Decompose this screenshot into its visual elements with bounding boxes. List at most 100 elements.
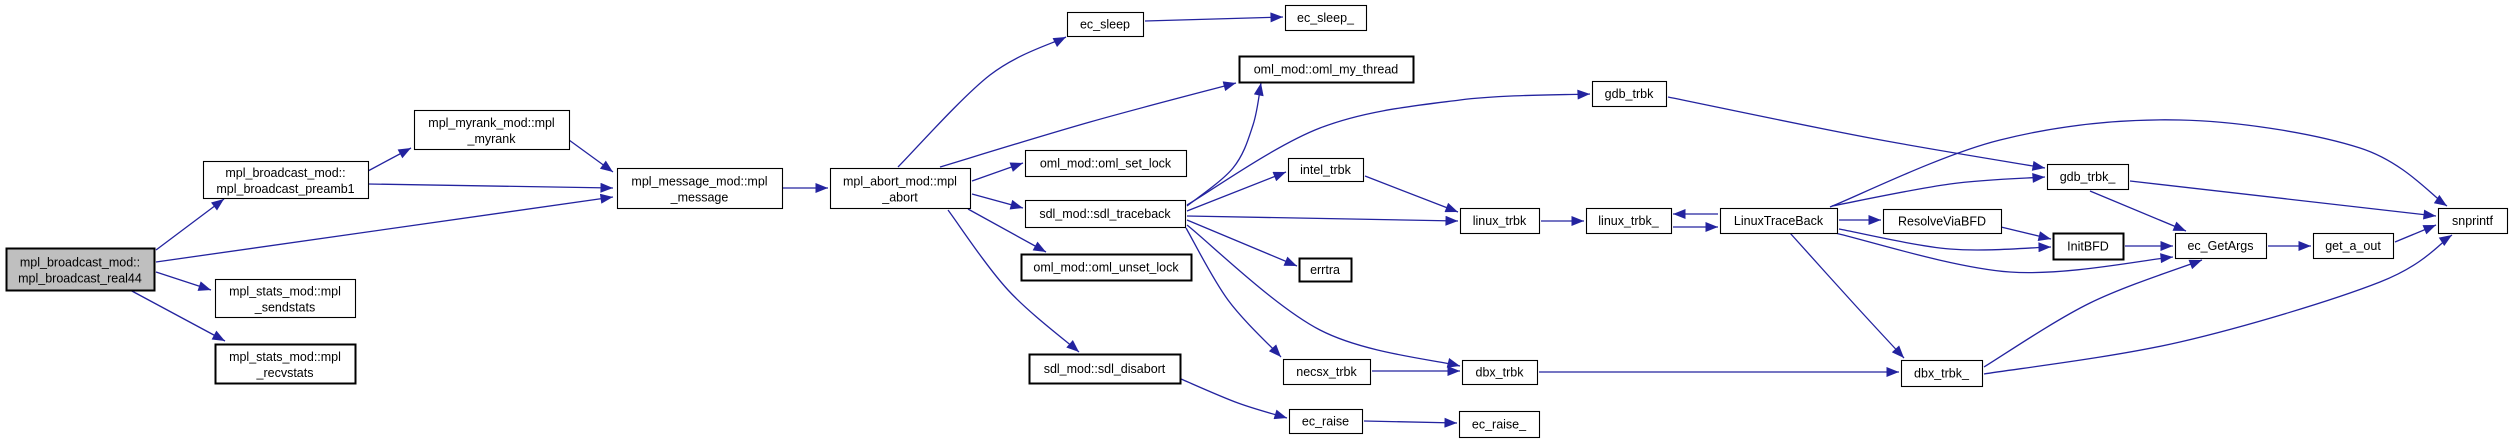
node-box-ec-raise[interactable]: [1288, 408, 1364, 435]
node-box-mpl-broadcast-preamb1[interactable]: [202, 160, 370, 200]
node-box-gdb-trbk[interactable]: [1591, 80, 1668, 108]
node-mpl-broadcast-preamb1[interactable]: mpl_broadcast_mod::mpl_broadcast_preamb1: [202, 160, 370, 200]
node-label-get-a-out: get_a_out: [2325, 239, 2381, 253]
node-linux-trbk[interactable]: linux_trbk: [1459, 207, 1541, 235]
node-sdl-disabort[interactable]: sdl_mod::sdl_disabort: [1028, 353, 1182, 385]
node-box-errtra[interactable]: [1298, 257, 1353, 283]
edge-mpl-broadcast-real44-mpl-sendstats: [155, 271, 212, 291]
edge-sdl-disabort-ec-raise: [1180, 378, 1288, 420]
nodes: mpl_broadcast_mod::mpl_broadcast_real44m…: [5, 4, 2509, 439]
node-box-initbfd[interactable]: [2052, 232, 2125, 261]
node-box-ec-raise-u[interactable]: [1458, 410, 1541, 439]
node-mpl-broadcast-real44[interactable]: mpl_broadcast_mod::mpl_broadcast_real44: [5, 247, 156, 292]
node-label-ec-sleep-u: ec_sleep_: [1297, 11, 1355, 25]
node-mpl-recvstats[interactable]: mpl_stats_mod::mpl_recvstats: [214, 343, 357, 385]
edge-sdl-traceback-oml-my-thread: [1186, 82, 1264, 207]
node-box-gdb-trbk-u[interactable]: [2046, 163, 2130, 191]
node-box-linuxtraceback[interactable]: [1719, 207, 1839, 235]
edge-linuxtraceback-ec-getargs: [1834, 232, 2174, 274]
edge-sdl-traceback-dbx-trbk: [1186, 224, 1461, 368]
node-ec-raise-u[interactable]: ec_raise_: [1458, 410, 1541, 439]
edge-sdl-traceback-necsx-trbk: [1185, 227, 1282, 358]
node-intel-trbk[interactable]: intel_trbk: [1287, 157, 1365, 183]
node-linux-trbk-u[interactable]: linux_trbk_: [1585, 207, 1673, 235]
node-box-dbx-trbk[interactable]: [1461, 359, 1539, 386]
edge-mpl-broadcast-real44-mpl-recvstats: [129, 289, 226, 342]
edge-mpl-broadcast-real44-mpl-broadcast-preamb1: [155, 198, 225, 251]
node-mpl-abort[interactable]: mpl_abort_mod::mpl_abort: [829, 167, 972, 210]
edge-sdl-traceback-errtra: [1186, 219, 1298, 267]
edge-mpl-broadcast-preamb1-mpl-myrank: [367, 147, 412, 172]
node-label-sdl-traceback: sdl_mod::sdl_traceback: [1039, 207, 1171, 221]
node-label-mpl-recvstats-line2: _recvstats: [256, 366, 314, 380]
node-box-ec-sleep-u[interactable]: [1284, 4, 1368, 32]
node-ec-sleep-u[interactable]: ec_sleep_: [1284, 4, 1368, 32]
node-label-sdl-disabort: sdl_mod::sdl_disabort: [1044, 362, 1166, 376]
node-gdb-trbk-u[interactable]: gdb_trbk_: [2046, 163, 2130, 191]
edge-sdl-traceback-gdb-trbk: [1186, 89, 1591, 206]
node-snprintf[interactable]: snprintf: [2437, 207, 2509, 235]
node-box-resolveviabfd[interactable]: [1882, 208, 2003, 235]
node-get-a-out[interactable]: get_a_out: [2312, 232, 2395, 260]
node-box-ec-getargs[interactable]: [2174, 232, 2268, 260]
node-mpl-message[interactable]: mpl_message_mod::mpl_message: [616, 167, 784, 210]
edge-mpl-abort-oml-my-thread: [939, 81, 1237, 168]
edge-ec-sleep-ec-sleep-u: [1144, 12, 1284, 23]
node-ec-raise[interactable]: ec_raise: [1288, 408, 1364, 435]
node-ec-getargs[interactable]: ec_GetArgs: [2174, 232, 2268, 260]
node-box-snprintf[interactable]: [2437, 207, 2509, 235]
node-label-snprintf: snprintf: [2452, 214, 2494, 228]
node-box-mpl-broadcast-real44[interactable]: [5, 247, 156, 292]
node-box-oml-my-thread[interactable]: [1238, 55, 1415, 84]
edges: [129, 12, 2453, 428]
node-label-mpl-message-line2: _message: [670, 191, 729, 205]
node-box-linux-trbk-u[interactable]: [1585, 207, 1673, 235]
node-label-mpl-broadcast-preamb1-line2: mpl_broadcast_preamb1: [216, 182, 354, 196]
node-label-mpl-recvstats-line1: mpl_stats_mod::mpl: [229, 350, 341, 364]
node-oml-set-lock[interactable]: oml_mod::oml_set_lock: [1024, 149, 1188, 178]
node-box-mpl-myrank[interactable]: [413, 109, 571, 151]
node-dbx-trbk-u[interactable]: dbx_trbk_: [1900, 359, 1984, 388]
node-box-mpl-abort[interactable]: [829, 167, 972, 210]
edge-get-a-out-snprintf: [2394, 224, 2437, 243]
node-initbfd[interactable]: InitBFD: [2052, 232, 2125, 261]
node-errtra[interactable]: errtra: [1298, 257, 1353, 283]
edge-gdb-trbk-gdb-trbk-u: [1667, 96, 2046, 171]
node-label-mpl-broadcast-preamb1-line1: mpl_broadcast_mod::: [225, 166, 345, 180]
node-box-linux-trbk[interactable]: [1459, 207, 1541, 235]
node-box-get-a-out[interactable]: [2312, 232, 2395, 260]
node-label-ec-sleep: ec_sleep: [1080, 18, 1130, 32]
node-sdl-traceback[interactable]: sdl_mod::sdl_traceback: [1024, 199, 1187, 229]
node-label-necsx-trbk: necsx_trbk: [1296, 365, 1357, 379]
node-box-necsx-trbk[interactable]: [1282, 358, 1372, 386]
node-box-mpl-message[interactable]: [616, 167, 784, 210]
node-linuxtraceback[interactable]: LinuxTraceBack: [1719, 207, 1839, 235]
node-box-mpl-recvstats[interactable]: [214, 343, 357, 385]
node-box-sdl-traceback[interactable]: [1024, 199, 1187, 229]
node-oml-my-thread[interactable]: oml_mod::oml_my_thread: [1238, 55, 1415, 84]
edge-gdb-trbk-u-snprintf: [2129, 180, 2437, 220]
node-oml-unset-lock[interactable]: oml_mod::oml_unset_lock: [1020, 253, 1193, 282]
node-box-oml-unset-lock[interactable]: [1020, 253, 1193, 282]
node-box-intel-trbk[interactable]: [1287, 157, 1365, 183]
edge-resolveviabfd-initbfd: [2000, 226, 2052, 241]
node-label-dbx-trbk-u: dbx_trbk_: [1914, 367, 1970, 381]
node-mpl-sendstats[interactable]: mpl_stats_mod::mpl_sendstats: [214, 278, 357, 319]
node-resolveviabfd[interactable]: ResolveViaBFD: [1882, 208, 2003, 235]
node-box-oml-set-lock[interactable]: [1024, 149, 1188, 178]
node-box-sdl-disabort[interactable]: [1028, 353, 1182, 385]
node-necsx-trbk[interactable]: necsx_trbk: [1282, 358, 1372, 386]
node-label-mpl-sendstats-line1: mpl_stats_mod::mpl: [229, 285, 341, 299]
node-box-ec-sleep[interactable]: [1066, 11, 1145, 38]
node-gdb-trbk[interactable]: gdb_trbk: [1591, 80, 1668, 108]
node-box-dbx-trbk-u[interactable]: [1900, 359, 1984, 388]
node-mpl-myrank[interactable]: mpl_myrank_mod::mpl_myrank: [413, 109, 571, 151]
node-dbx-trbk[interactable]: dbx_trbk: [1461, 359, 1539, 386]
node-label-oml-set-lock: oml_mod::oml_set_lock: [1040, 157, 1172, 171]
edge-gdb-trbk-u-ec-getargs: [2089, 190, 2187, 232]
node-box-mpl-sendstats[interactable]: [214, 278, 357, 319]
node-ec-sleep[interactable]: ec_sleep: [1066, 11, 1145, 38]
